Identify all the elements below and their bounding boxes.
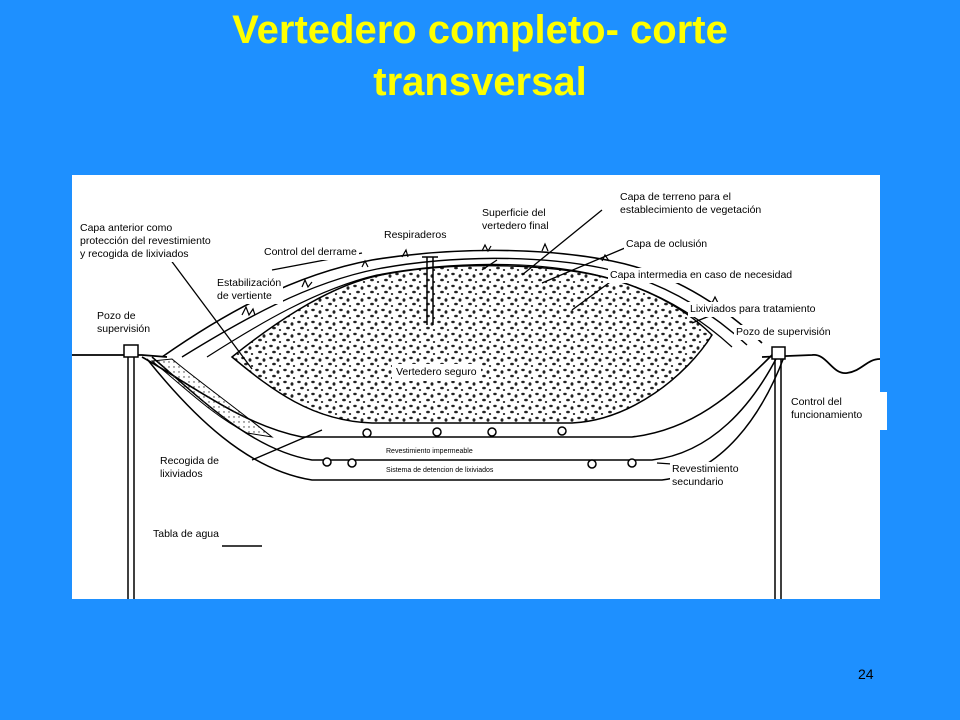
label-capa-intermedia: Capa intermedia en caso de necesidad xyxy=(608,268,795,283)
page-number: 24 xyxy=(858,666,874,682)
label-capa-anterior-line2: protección del revestimiento xyxy=(80,235,211,247)
label-recogida-line2: lixiviados xyxy=(160,468,203,480)
label-superficie-line2: vertedero final xyxy=(482,220,549,232)
landfill-drawing xyxy=(72,209,880,599)
label-revestimiento-secundario-line1: Revestimiento xyxy=(672,463,739,475)
label-control-derrame: Control del derrame xyxy=(262,245,359,260)
label-revestimiento-impermeable: Revestimiento impermeable xyxy=(384,446,475,457)
cover-layer-middle xyxy=(181,257,748,358)
label-control-funcionamiento-line2: funcionamiento xyxy=(791,409,863,421)
label-capa-terreno: Capa de terreno para el establecimiento … xyxy=(618,190,764,218)
label-capa-terreno-line1: Capa de terreno para el xyxy=(620,191,731,203)
slope-stabilization xyxy=(150,358,274,438)
label-pozo-supervision-der: Pozo de supervisión xyxy=(734,325,833,340)
label-respiraderos: Respiraderos xyxy=(382,228,449,243)
label-recogida-line1: Recogida de xyxy=(160,455,219,467)
label-capa-anterior: Capa anterior como protección del revest… xyxy=(78,221,213,262)
label-capa-terreno-line2: establecimiento de vegetación xyxy=(620,204,762,216)
monitoring-well-left xyxy=(123,344,139,599)
vent-pipe xyxy=(422,256,438,325)
label-sistema-detencion: Sistema de detencion de lixiviados xyxy=(384,465,496,476)
label-capa-oclusion: Capa de oclusión xyxy=(624,237,710,252)
collection-pipes xyxy=(322,426,637,469)
label-control-funcionamiento: Control del funcionamiento xyxy=(787,392,887,430)
label-lixiviados-tratamiento: Lixiviados para tratamiento xyxy=(688,302,818,317)
label-revestimiento-secundario-line2: secundario xyxy=(672,476,724,488)
label-capa-anterior-line1: Capa anterior como xyxy=(80,222,173,234)
label-estabilizacion: Estabilización de vertiente xyxy=(215,276,284,304)
landfill-cross-section-diagram: Capa anterior como protección del revest… xyxy=(72,175,880,599)
label-superficie-line1: Superficie del xyxy=(482,207,546,219)
slide-title: Vertedero completo- corte transversal xyxy=(0,0,960,108)
label-pozo-supervision-izq-line1: Pozo de xyxy=(97,310,136,322)
label-estabilizacion-line2: de vertiente xyxy=(217,290,272,302)
label-revestimiento-secundario: Revestimiento secundario xyxy=(670,462,741,490)
ground-line xyxy=(72,354,880,374)
title-line-2: transversal xyxy=(373,60,587,104)
label-tabla-agua: Tabla de agua xyxy=(151,527,221,542)
cover-layer-inner xyxy=(206,263,733,358)
secondary-liner xyxy=(146,356,785,481)
label-superficie: Superficie del vertedero final xyxy=(480,206,551,234)
label-pozo-supervision-izq: Pozo de supervisión xyxy=(95,309,153,337)
label-pozo-supervision-izq-line2: supervisión xyxy=(97,323,151,335)
label-capa-anterior-line3: y recogida de lixiviados xyxy=(80,248,189,260)
label-estabilizacion-line1: Estabilización xyxy=(217,277,282,289)
title-line-1: Vertedero completo- corte xyxy=(232,8,728,52)
label-vertedero-seguro: Vertedero seguro xyxy=(392,364,481,381)
label-recogida-lixiviados: Recogida de lixiviados xyxy=(158,454,221,482)
label-control-funcionamiento-line1: Control del xyxy=(791,396,842,408)
monitoring-well-right xyxy=(771,346,786,599)
leader-lines xyxy=(166,209,713,465)
